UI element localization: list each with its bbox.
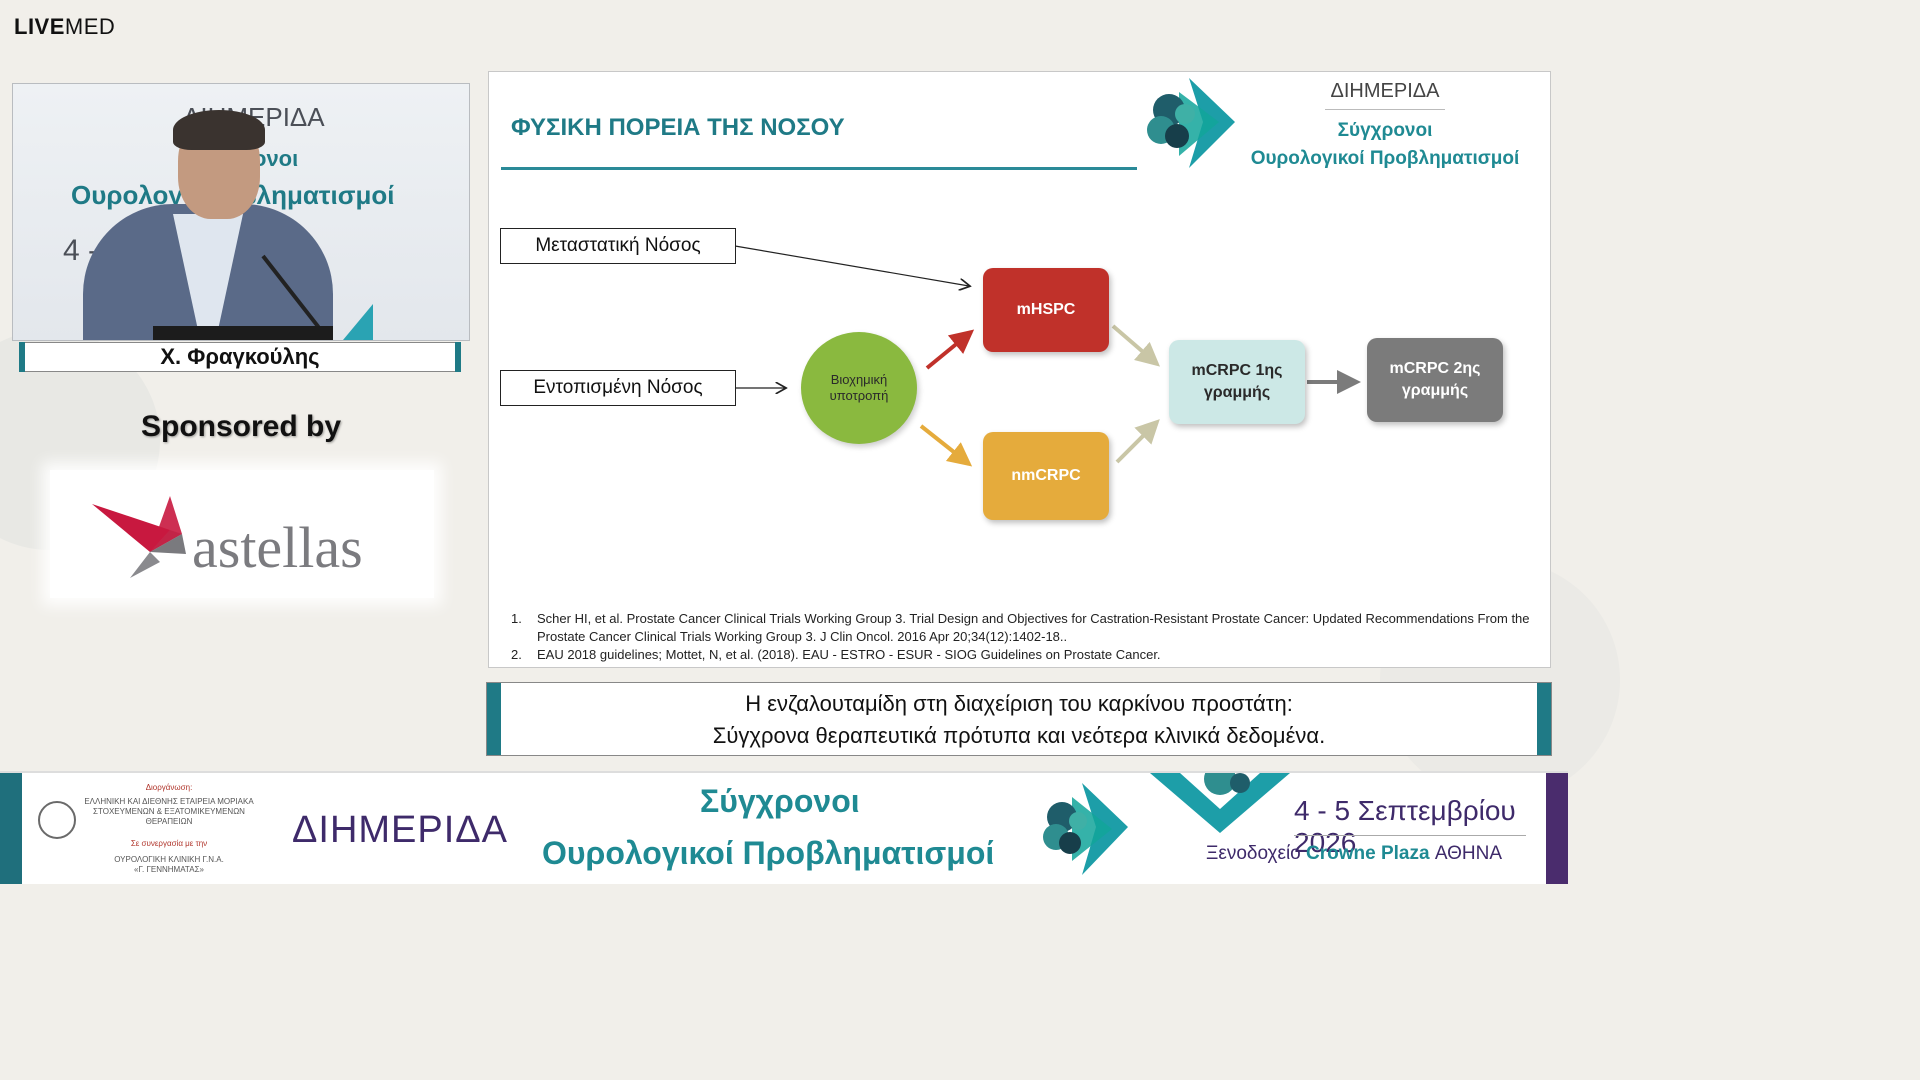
mcrpc1-line2: γραμμής	[1203, 384, 1271, 401]
logo-separator	[1325, 109, 1445, 110]
date-separator	[1294, 835, 1526, 836]
diagram-arrows	[734, 245, 1361, 467]
reference-text: Scher HI, et al. Prostate Cancer Clinica…	[537, 611, 1530, 644]
sponsor-wordmark: astellas	[192, 515, 363, 580]
biochemical-recurrence-label: Βιοχημική υποτροπή	[829, 372, 889, 403]
organizer-label: Διοργάνωση:	[145, 783, 193, 792]
arrow-metastatic-to-mhspc	[734, 245, 969, 286]
logo-title-line2: Ουρολογικοί Προβληματισμοί	[1250, 148, 1520, 169]
reference-number: 2.	[511, 647, 522, 662]
mcrpc2-line2: γραμμής	[1401, 382, 1469, 399]
slide-title: ΦΥΣΙΚΗ ΠΟΡΕΙΑ ΤΗΣ ΝΟΣΟΥ	[511, 114, 845, 141]
title-underline	[501, 167, 1137, 170]
organizer-block: Διοργάνωση: ΕΛΛΗΝΙΚΗ ΚΑΙ ΔΙΕΘΝΗΣ ΕΤΑΙΡΕΙ…	[34, 783, 264, 875]
venue-name: Crowne Plaza	[1306, 843, 1430, 864]
collaborator-name: ΟΥΡΟΛΟΓΙΚΗ ΚΛΙΝΙΚΗ Γ.Ν.Α.	[114, 855, 224, 864]
talk-title-caption: Η ενζαλουταμίδη στη διαχείριση του καρκί…	[486, 682, 1552, 756]
speaker-name: Χ. Φραγκούλης	[19, 342, 461, 372]
banner-edge	[0, 773, 22, 884]
speaker-video: ΔΙΗΜΕΡΙΔΑ ονοι Ουρολογ Προβληματισμοί 4 …	[12, 83, 470, 341]
event-logo-icon	[1043, 783, 1128, 875]
nmcrpc-node: nmCRPC	[983, 432, 1109, 520]
event-logo-fragment	[343, 304, 373, 340]
mcrpc2-line1: mCRPC 2ης	[1389, 360, 1481, 377]
references: 1. Scher HI, et al. Prostate Cancer Clin…	[511, 610, 1531, 664]
logo-event: ΔΙΗΜΕΡΙΔΑ	[1330, 80, 1440, 102]
sponsored-heading: Sponsored by	[140, 410, 342, 443]
caption-line2: Σύγχρονα θεραπευτικά πρότυπα και νεότερα…	[712, 723, 1326, 748]
caption-line1: Η ενζαλουταμίδη στη διαχείριση του καρκί…	[745, 691, 1293, 716]
event-date: 4 - 5 Σεπτεμβρίου 2026	[1294, 795, 1516, 858]
livemed-logo: LIVEMED	[14, 14, 116, 39]
event-logo-icon	[1147, 78, 1235, 168]
collaboration-label: Σε συνεργασία με την	[130, 839, 208, 848]
banner-title-line1: Σύγχρονοι	[700, 783, 860, 819]
reference-text: EAU 2018 guidelines; Mottet, N, et al. (…	[537, 647, 1161, 662]
event-banner: Διοργάνωση: ΕΛΛΗΝΙΚΗ ΚΑΙ ΔΙΕΘΝΗΣ ΕΤΑΙΡΕΙ…	[0, 771, 1568, 884]
reference-item: 2. EAU 2018 guidelines; Mottet, N, et al…	[511, 646, 1531, 664]
collaborator-name: «Γ. ΓΕΝΝΗΜΑΤΑΣ»	[134, 865, 204, 874]
event-venue: Ξενοδοχείο Crowne Plaza ΑΘΗΝΑ	[1206, 843, 1502, 865]
arrow-nmcrpc-to-mcrpc1	[1115, 419, 1160, 464]
organizer-name: ΕΛΛΗΝΙΚΗ ΚΑΙ ΔΙΕΘΝΗΣ ΕΤΑΙΡΕΙΑ ΜΟΡΙΑΚΑ ΣΤ…	[84, 797, 254, 826]
banner-edge	[1546, 773, 1568, 884]
organizer-seal-icon	[38, 801, 76, 839]
arrow-biochemical-to-mhspc	[925, 329, 975, 370]
mhspc-node: mHSPC	[983, 268, 1109, 352]
disease-course-diagram: Μεταστατική Νόσος Εντοπισμένη Νόσος Βιοχ…	[489, 222, 1552, 542]
logo-title-line1: Σύγχρονοι	[1337, 120, 1433, 141]
mcrpc-first-line-node: mCRPC 1ης γραμμής	[1169, 340, 1305, 424]
video-backdrop-text: ονοι	[253, 146, 299, 171]
reference-item: 1. Scher HI, et al. Prostate Cancer Clin…	[511, 610, 1531, 646]
metastatic-disease-box: Μεταστατική Νόσος	[500, 228, 736, 264]
venue-prefix: Ξενοδοχείο	[1206, 843, 1307, 864]
mcrpc1-line1: mCRPC 1ης	[1191, 362, 1283, 379]
arrow-biochemical-to-nmcrpc	[919, 424, 973, 467]
banner-event: ΔΙΗΜΕΡΙΔΑ	[292, 809, 509, 851]
speaker-hair	[173, 110, 265, 150]
biochemical-recurrence-node: Βιοχημική υποτροπή	[801, 332, 917, 444]
reference-number: 1.	[511, 611, 522, 626]
podium	[153, 326, 333, 340]
mcrpc-second-line-node: mCRPC 2ης γραμμής	[1367, 338, 1503, 422]
venue-city: ΑΘΗΝΑ	[1429, 843, 1503, 864]
slide-logo-text: ΔΙΗΜΕΡΙΔΑ Σύγχρονοι Ουρολογικοί Προβλημα…	[1230, 80, 1540, 170]
astellas-star-icon	[92, 496, 186, 578]
presentation-slide: ΦΥΣΙΚΗ ΠΟΡΕΙΑ ΤΗΣ ΝΟΣΟΥ ΔΙΗΜΕΡΙΔΑ Σύγχρο…	[488, 71, 1551, 668]
banner-decoration	[1150, 773, 1290, 833]
sponsor-logo: astellas	[50, 470, 434, 598]
banner-title-line2: Ουρολογικοί Προβληματισμοί	[542, 835, 995, 871]
arrow-mhspc-to-mcrpc1	[1111, 324, 1161, 367]
localized-disease-box: Εντοπισμένη Νόσος	[500, 370, 736, 406]
